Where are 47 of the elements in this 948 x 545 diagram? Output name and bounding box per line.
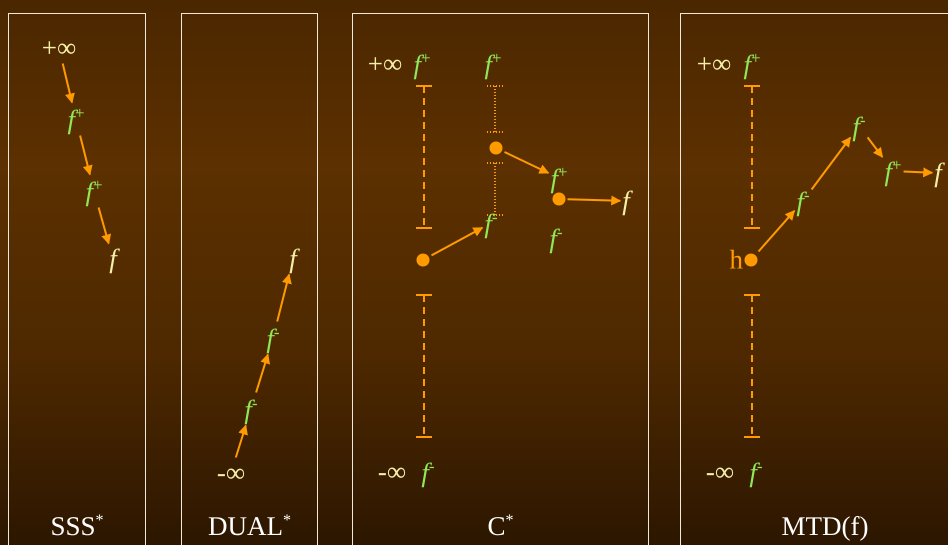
function-label: f$^{+}$ [743, 50, 761, 78]
arrow [904, 167, 934, 178]
arrow [98, 207, 112, 244]
panel [8, 13, 146, 545]
arrow [276, 274, 292, 322]
function-label: f$^{+}$ [85, 176, 103, 206]
function-label: f$^{+}$ [484, 50, 502, 78]
panel-title: C$^{*}$ [486, 512, 514, 542]
point-label: h [730, 246, 743, 274]
arrow [255, 354, 270, 393]
point-marker [552, 192, 566, 206]
function-label: f$^{+}$ [413, 50, 431, 78]
arrow [431, 226, 484, 256]
panel-title: DUAL$^{*}$ [207, 512, 292, 542]
function-label: f$^{+}$ [67, 104, 85, 134]
arrow [504, 151, 550, 174]
function-label: f$^{-}$ [549, 224, 563, 252]
arrow [234, 424, 248, 458]
panel [352, 13, 649, 545]
function-label: f$^{+}$ [884, 156, 902, 186]
point-marker [490, 142, 502, 154]
infinity-label: -∞ [216, 460, 246, 486]
panel [680, 13, 948, 545]
arrow [567, 196, 622, 206]
function-label: f$^{-}$ [266, 324, 280, 352]
function-label: f$^{-}$ [749, 458, 763, 486]
infinity-label: +∞ [696, 50, 732, 78]
panel-title: MTD(f) [780, 512, 870, 542]
arrow [758, 210, 796, 252]
arrow [79, 135, 93, 176]
point-marker [416, 254, 430, 266]
point-marker [744, 254, 758, 266]
arrow [62, 63, 75, 104]
function-label: f$^{+}$ [550, 164, 568, 192]
infinity-label: -∞ [706, 458, 734, 486]
panel-title: SSS$^{*}$ [49, 512, 105, 542]
infinity-label: -∞ [378, 458, 406, 486]
arrow [810, 136, 852, 190]
function-label: f$^{-}$ [484, 208, 498, 238]
function-label: f$^{-}$ [796, 186, 810, 216]
infinity-label: +∞ [42, 34, 76, 62]
function-label: f$^{-}$ [852, 112, 866, 140]
function-label: f$^{-}$ [421, 458, 435, 486]
panel [181, 13, 318, 545]
arrow [866, 136, 884, 158]
infinity-label: +∞ [368, 50, 402, 78]
function-label: f$^{-}$ [244, 394, 258, 424]
